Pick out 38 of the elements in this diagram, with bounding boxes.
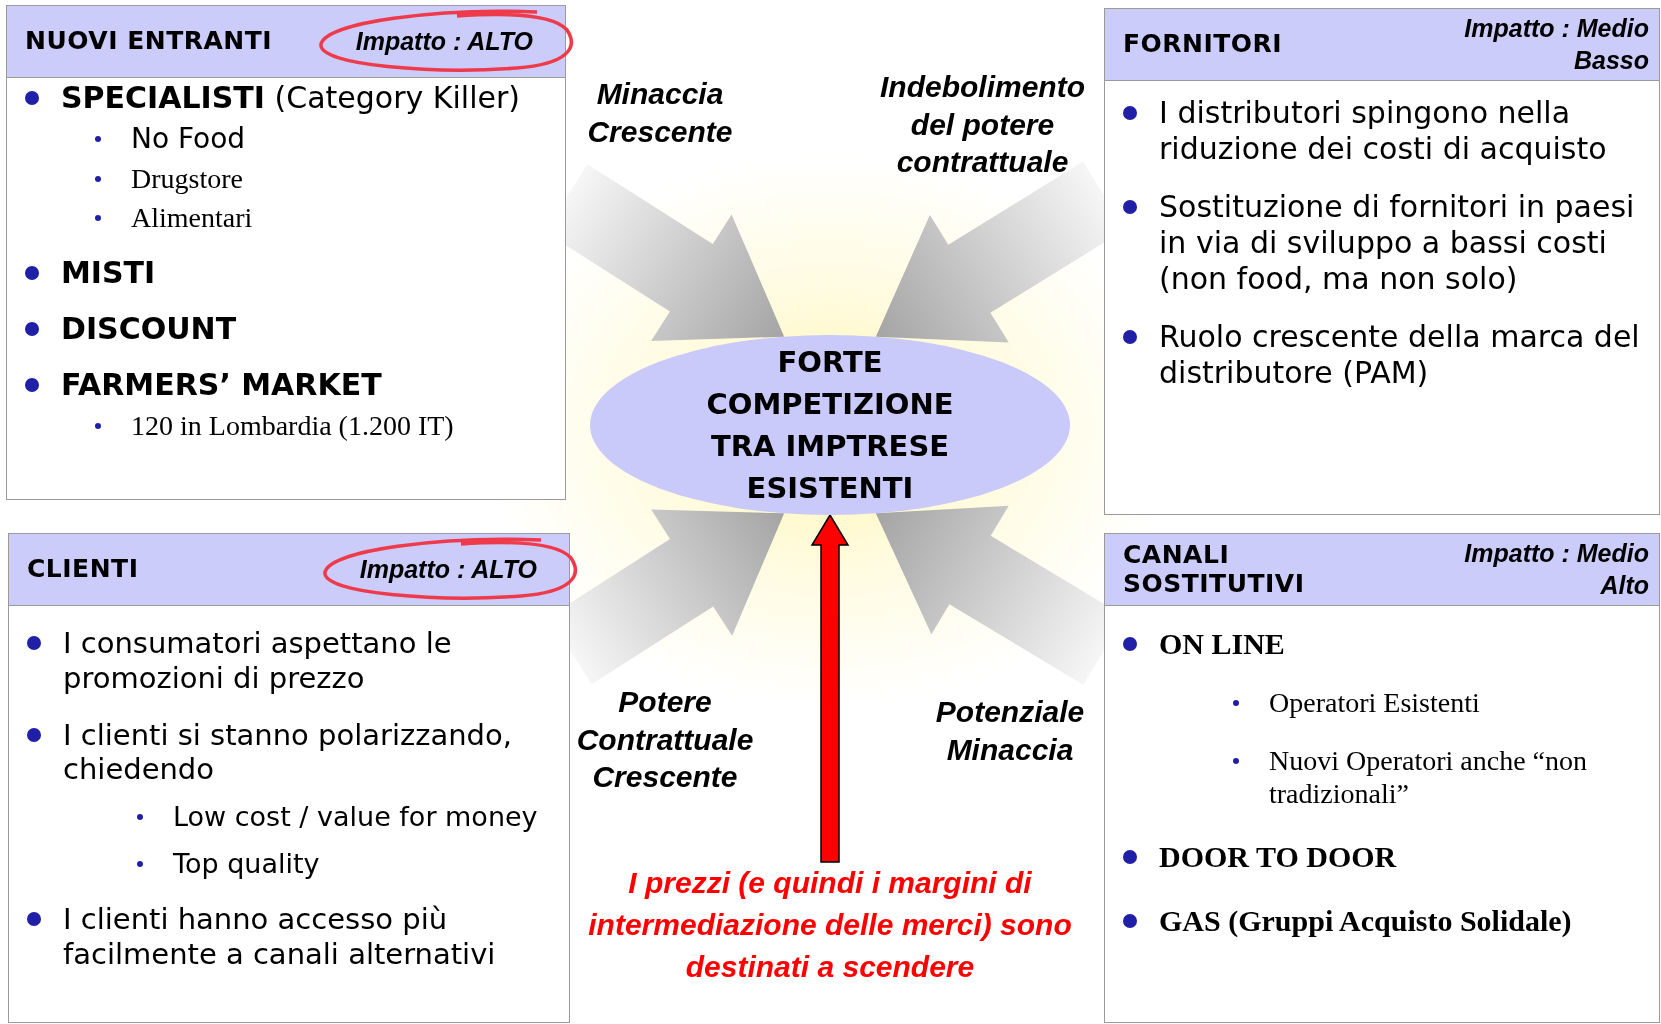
panel-title: FORNITORI [1123, 30, 1283, 59]
list-item: SPECIALISTI (Category Killer) [61, 80, 520, 116]
impact-label: Impatto : ALTO [355, 25, 533, 57]
panel-title: CANALI SOSTITUTIVI [1123, 540, 1306, 599]
list-item: 120 in Lombardia (1.200 IT) [131, 408, 454, 443]
panel-title: NUOVI ENTRANTI [25, 27, 273, 56]
list-item: I distributori spingono nella riduzione dei costi di acquisto [1159, 95, 1608, 167]
list-item: Top quality [173, 847, 320, 880]
list-item: MISTI [61, 254, 156, 291]
list-item: Ruolo crescente della marca del distributore (PAM) [1159, 319, 1641, 391]
note-text: I prezzi (e quindi i margini di intermediazione delle merci) sono destinati a scendere [575, 862, 1085, 988]
list-item: Operatori Esistenti [1269, 686, 1480, 720]
impact-label: Impatto : Medio Alto [1463, 538, 1649, 601]
list-item: Low cost / value for money [173, 801, 538, 834]
list-item: DOOR TO DOOR [1159, 838, 1397, 875]
edge-label: Indebolimento del potere contrattuale [879, 69, 1086, 180]
ellipse-text: FORTE COMPETIZIONE TRA IMPTRESE ESISTENTI [705, 343, 955, 508]
list-item: FARMERS’ MARKET [61, 366, 382, 403]
list-item: No Food [131, 122, 246, 156]
list-item: Sostituzione di fornitori in paesi in via di sviluppo a bassi costi (non food, ma non solo) [1159, 189, 1636, 297]
edge-label: Potere Contrattuale Crescente [575, 684, 755, 795]
arrow [810, 513, 850, 863]
impact-label: Impatto : ALTO [359, 553, 537, 585]
list-item: I clienti si stanno polarizzando, chiedendo [63, 717, 513, 788]
list-item: DISCOUNT [61, 310, 237, 347]
list-item: I clienti hanno accesso più facilmente a canali alternativi [63, 901, 497, 972]
panel-title: CLIENTI [27, 555, 139, 584]
list-item: Drugstore [131, 161, 243, 196]
list-item: Alimentari [131, 201, 253, 235]
edge-label: Minaccia Crescente [586, 76, 734, 150]
list-item: I consumatori aspettano le promozioni di prezzo [63, 626, 453, 696]
panel [1104, 533, 1660, 1023]
impact-label: Impatto : Medio Basso [1463, 13, 1649, 76]
edge-label: Potenziale Minaccia [934, 694, 1086, 768]
panel [1104, 8, 1660, 515]
list-item: GAS (Gruppi Acquisto Solidale) [1159, 902, 1572, 939]
list-item: ON LINE [1159, 626, 1285, 662]
list-item: Nuovi Operatori anche “non tradizionali” [1269, 743, 1588, 811]
